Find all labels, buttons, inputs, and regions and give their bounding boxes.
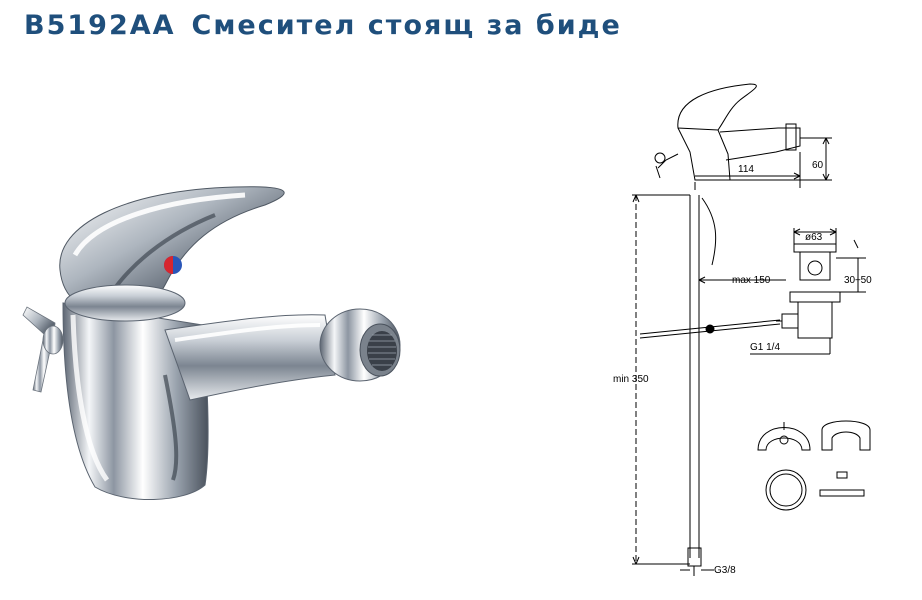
drawing-mounting-clamp — [757, 422, 811, 451]
drawing-supply-hose — [687, 195, 717, 576]
dim-label-drain-thread: G1 1/4 — [750, 342, 780, 353]
drawing-dim-min350-lines — [632, 194, 690, 565]
drawing-dim-diameter-lines — [793, 228, 859, 249]
faucet-photo — [22, 186, 401, 500]
drawing-dim-114-lines — [694, 152, 801, 190]
drawing-dim-max150-lines — [698, 276, 786, 284]
dim-label-hose-length: max 150 — [732, 275, 771, 286]
dim-label-height: 60 — [812, 160, 824, 171]
faucet-spout — [164, 308, 401, 401]
page-title: B5192AA Смесител стоящ за биде — [24, 10, 622, 41]
product-name: Смесител стоящ за биде — [191, 10, 622, 41]
drawing-drain-assembly — [776, 243, 841, 339]
drawing-faucet-outline — [654, 83, 801, 181]
drawing-ring-gasket — [765, 469, 807, 511]
drawing-popup-rod — [639, 319, 781, 339]
dim-label-drain-range: 30÷50 — [844, 275, 872, 286]
model-number: B5192AA — [24, 10, 176, 41]
drawing-small-screw — [819, 471, 865, 497]
technical-drawing: 114 60 ø63 max 150 30÷50 G1 1/4 min 350 … — [613, 83, 872, 576]
lever-handle — [59, 186, 285, 322]
drawing-dim-60-lines — [730, 137, 832, 181]
dim-label-hose-thread: G3/8 — [714, 565, 736, 576]
hot-cold-indicator — [164, 256, 182, 274]
faucet-body — [62, 302, 209, 500]
drawing-dim-range-lines — [836, 257, 866, 293]
dim-label-width: 114 — [738, 164, 754, 175]
dim-label-drain-diameter: ø63 — [805, 232, 823, 243]
dim-label-min-length: min 350 — [613, 374, 649, 385]
drawing-dim-g114-lines — [750, 338, 831, 355]
drawing-horseshoe-washer — [821, 420, 871, 451]
popup-rod-knob — [22, 306, 64, 393]
